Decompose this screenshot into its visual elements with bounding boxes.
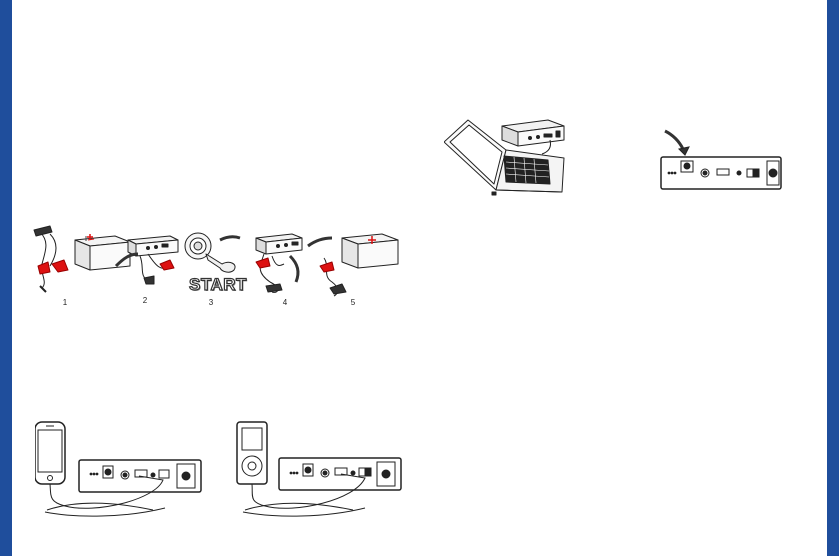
right-edge-band	[827, 0, 839, 556]
media-player-icon	[237, 422, 267, 484]
power-pack-icon	[256, 234, 302, 254]
step-number-2: 2	[135, 296, 155, 305]
step-number-1: 1	[55, 298, 75, 307]
step-number-3: 3	[201, 298, 221, 307]
power-pack-icon	[661, 157, 781, 189]
start-label: START	[189, 275, 247, 295]
power-pack-icon	[279, 458, 401, 490]
player-charging-illustration	[235, 418, 405, 520]
laptop-charging-illustration	[444, 112, 570, 202]
power-pack-port-panel	[655, 125, 785, 207]
ignition-key-icon	[185, 233, 235, 272]
car-battery-icon	[75, 234, 130, 270]
smartphone-icon	[35, 422, 65, 484]
jumper-clamp-icon	[34, 226, 68, 292]
power-pack-icon	[502, 120, 564, 146]
step-number-4: 4	[275, 298, 295, 307]
phone-charging-illustration	[35, 418, 205, 520]
left-edge-band	[0, 0, 12, 556]
curved-arrow-icon	[290, 256, 298, 282]
car-battery-icon	[342, 234, 398, 268]
curved-arrow-icon	[308, 238, 332, 246]
curved-arrow-icon	[220, 237, 240, 240]
curved-arrow-icon	[665, 131, 683, 149]
step-number-5: 5	[343, 298, 363, 307]
